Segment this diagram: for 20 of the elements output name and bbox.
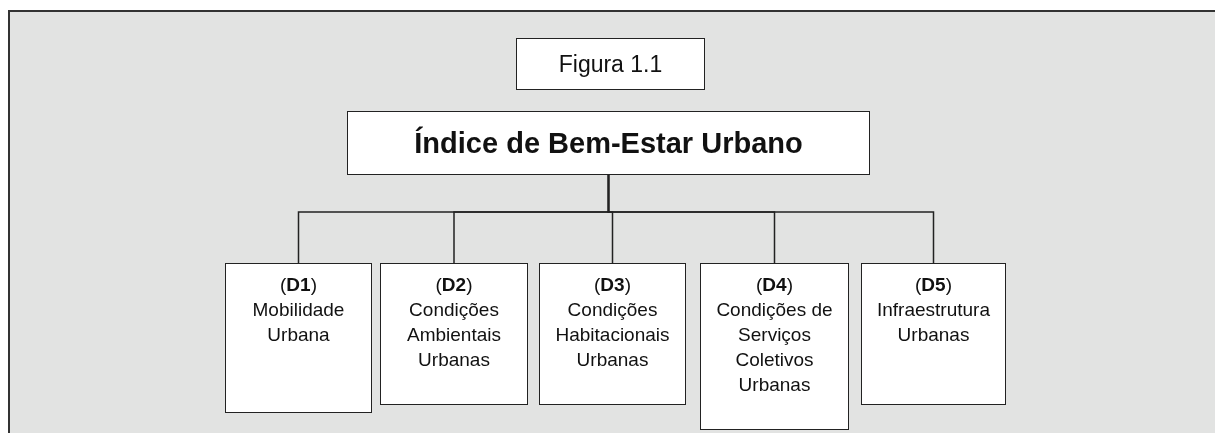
figure-label: Figura 1.1 — [557, 50, 664, 78]
dimension-box — [861, 263, 1006, 405]
dimension-code: (D5) — [914, 273, 953, 297]
dimension-name: Condições de Serviços Coletivos Urbanas — [715, 298, 834, 397]
dimension-box — [380, 263, 528, 405]
dimension-box — [225, 263, 372, 413]
dimension-code: (D1) — [279, 273, 318, 297]
dimension-box — [700, 263, 849, 430]
dimension-code: (D4) — [755, 273, 794, 297]
dimension-name: Infraestrutura Urbanas — [876, 298, 991, 347]
index-title: Índice de Bem-Estar Urbano — [413, 126, 804, 160]
dimension-name: Mobilidade Urbana — [251, 298, 346, 347]
dimension-name: Condições Ambientais Urbanas — [406, 298, 502, 372]
dimension-name: Condições Habitacionais Urbanas — [554, 298, 671, 372]
dimension-code: (D3) — [593, 273, 632, 297]
dimension-code: (D2) — [434, 273, 474, 297]
index-box — [347, 111, 870, 175]
figure-label-box — [516, 38, 705, 90]
tree-connector — [607, 174, 935, 264]
dimension-box — [539, 263, 686, 405]
